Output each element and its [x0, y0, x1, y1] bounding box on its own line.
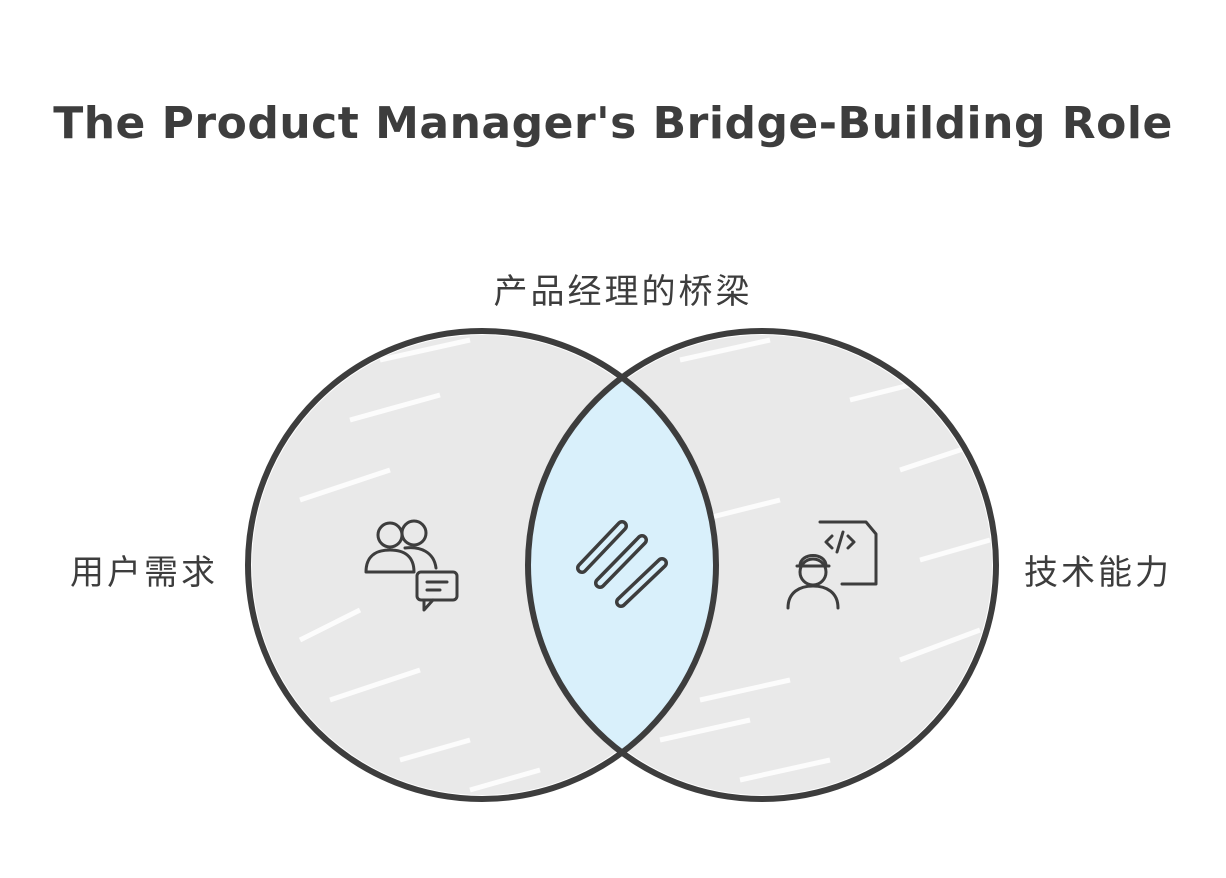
- bridge-planks-icon: [576, 520, 668, 608]
- right-circle-label: 技术能力: [1024, 553, 1172, 593]
- engineer-code-icon: [786, 520, 878, 610]
- hatch-strokes-right: [659, 337, 991, 783]
- overlap-label: 产品经理的桥梁: [493, 272, 753, 312]
- users-chat-icon: [364, 519, 459, 612]
- left-circle-outline: [245, 328, 719, 802]
- overlap-region: [530, 333, 716, 797]
- left-circle-label: 用户需求: [70, 553, 218, 593]
- hatch-strokes: [298, 337, 541, 793]
- right-circle-outline: [525, 328, 999, 802]
- diagram-title: The Product Manager's Bridge-Building Ro…: [53, 98, 1173, 149]
